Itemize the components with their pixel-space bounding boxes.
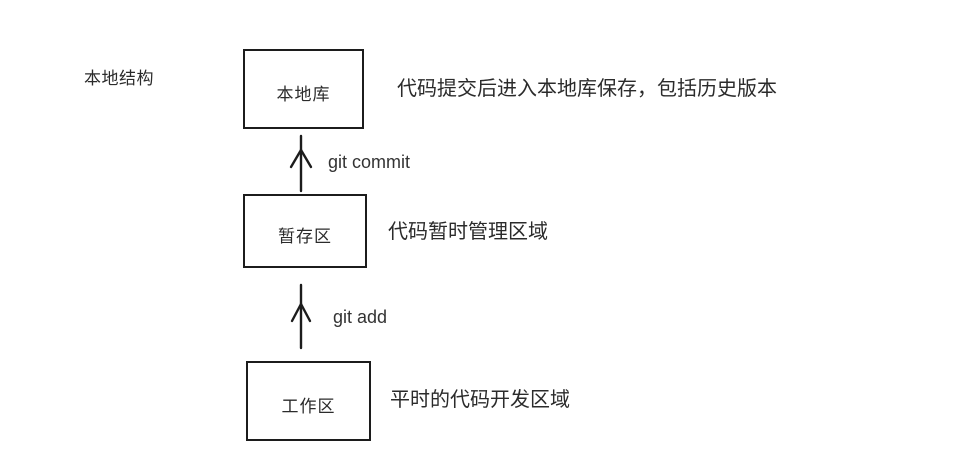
node-staging-area-label: 暂存区 — [278, 226, 332, 246]
node-working-area-label: 工作区 — [281, 396, 336, 416]
arrow-git-add-icon — [290, 283, 312, 350]
node-staging-area: 暂存区 — [243, 194, 367, 268]
edge-label-git-add: git add — [333, 307, 388, 327]
arrow-git-commit-icon — [289, 134, 313, 193]
node-working-area-description: 平时的代码开发区域 — [390, 389, 570, 411]
node-local-repo: 本地库 — [243, 49, 364, 129]
diagram-title: 本地结构 — [84, 69, 154, 88]
node-local-repo-description: 代码提交后进入本地库保存，包括历史版本 — [397, 78, 777, 100]
node-local-repo-label: 本地库 — [276, 84, 331, 104]
node-working-area: 工作区 — [246, 361, 371, 441]
edge-label-git-commit: git commit — [328, 152, 411, 172]
node-staging-area-description: 代码暂时管理区域 — [388, 221, 548, 243]
